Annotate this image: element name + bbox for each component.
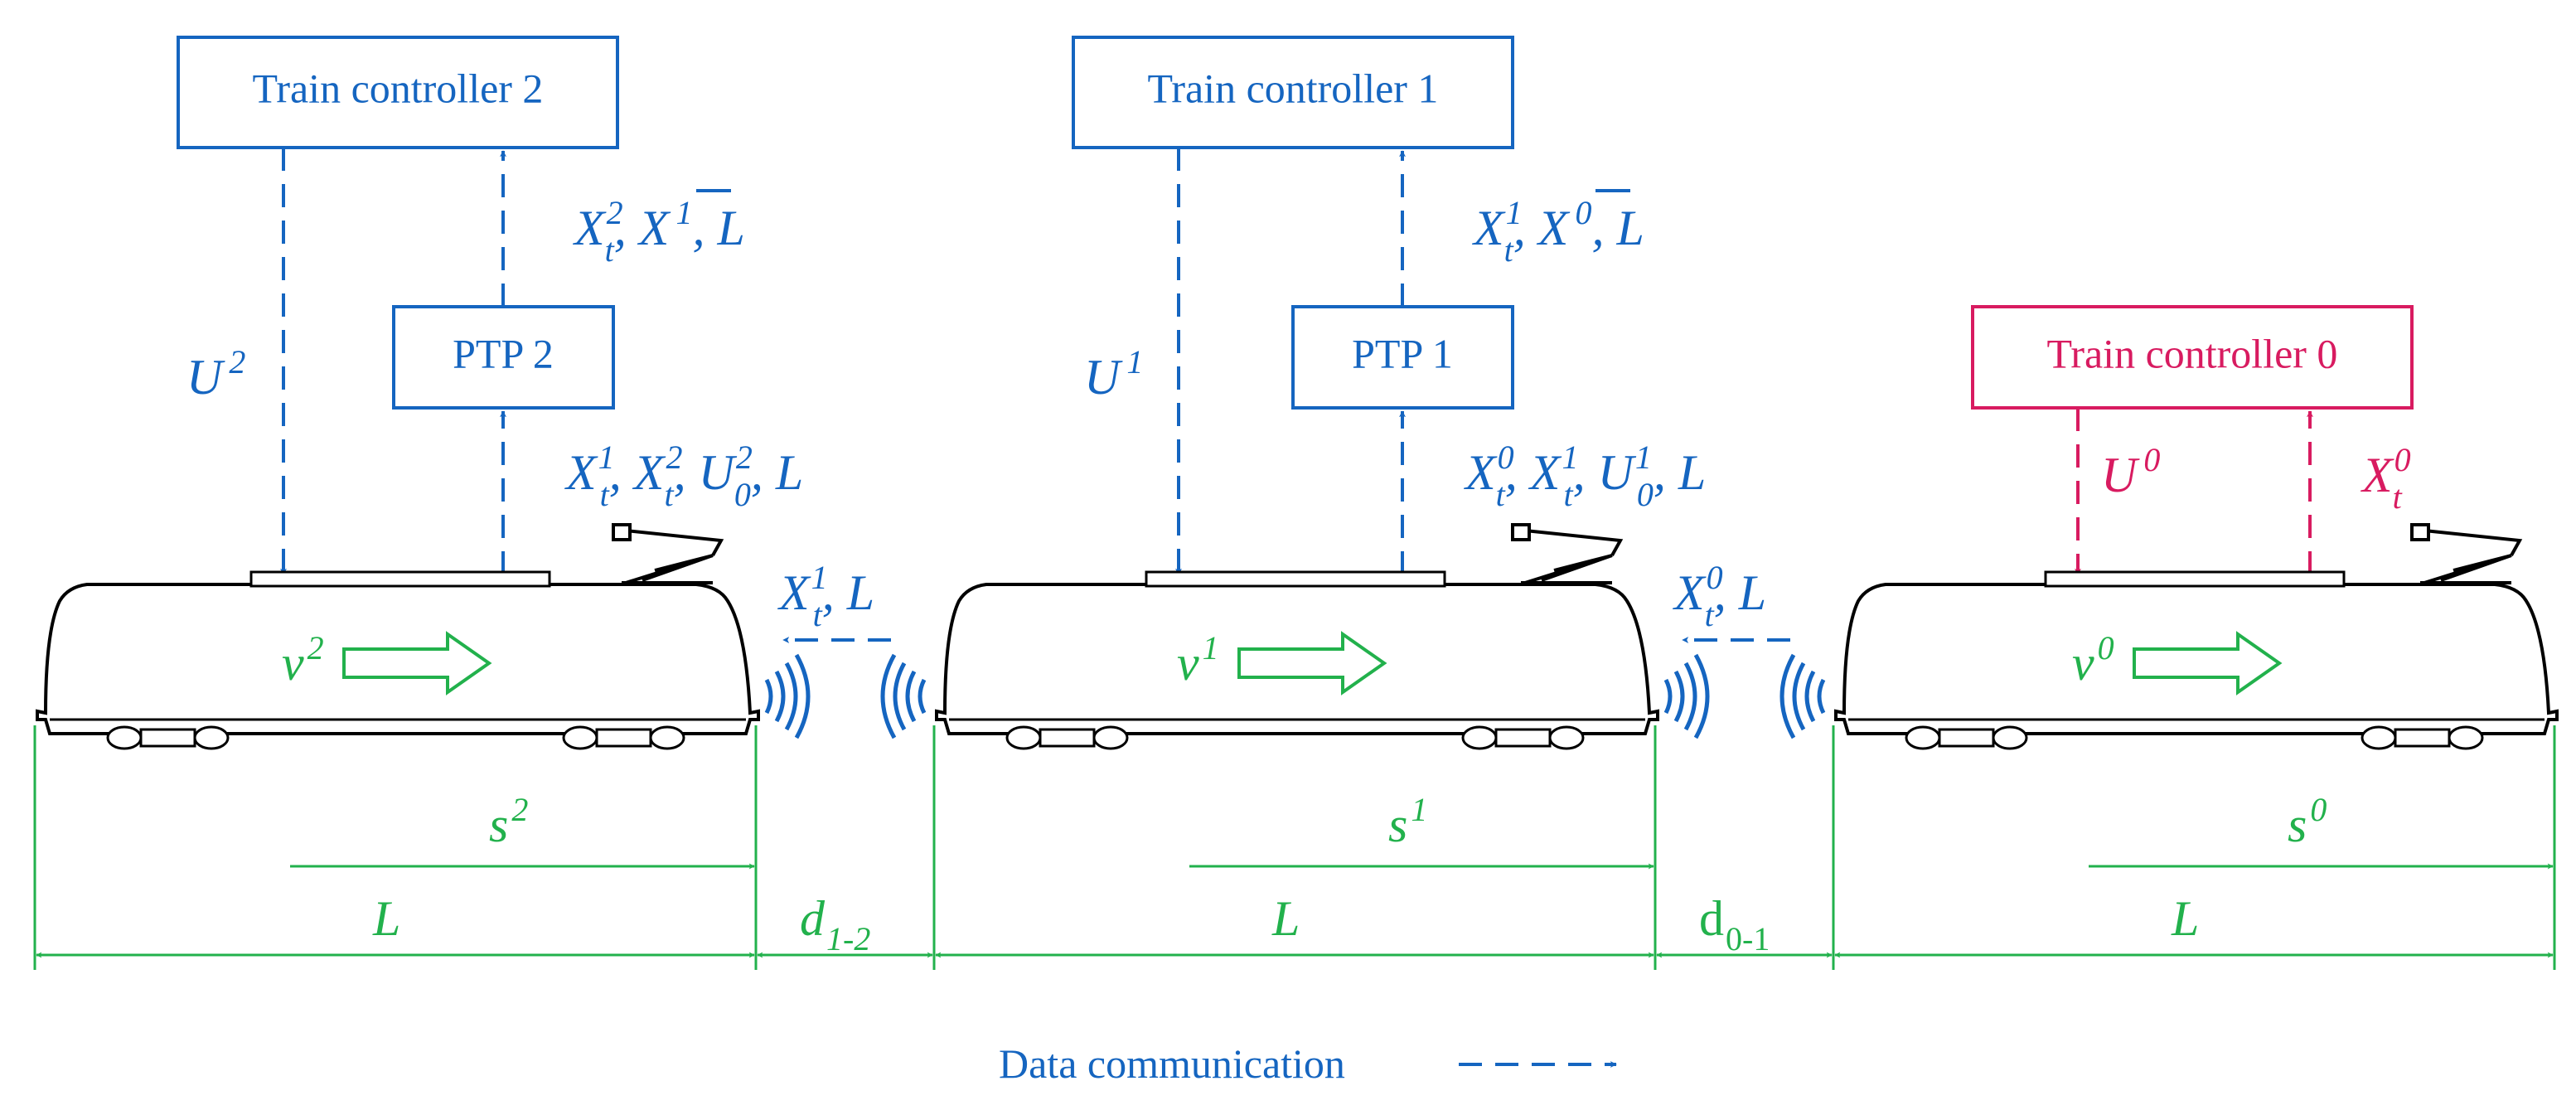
length-label-0: L	[2171, 891, 2199, 946]
ptp-1-box: PTP 1	[1291, 305, 1514, 410]
svg-text:X1t, L: X1t, L	[777, 559, 874, 633]
svg-text:v0: v0	[2072, 629, 2114, 691]
legend-label: Data communication	[999, 1040, 1345, 1087]
wireless-signal-icon	[1663, 653, 1710, 739]
direction-arrow-icon	[342, 631, 492, 696]
svg-text:X2t, X1, L: X2t, X1, L	[573, 194, 745, 269]
train-body	[1834, 523, 2559, 750]
svg-text:U1: U1	[1084, 343, 1143, 405]
wireless-signal-icon	[1779, 653, 1826, 739]
controller-1-box: Train controller 1	[1072, 36, 1514, 149]
length-label-2: L	[372, 891, 400, 946]
train-body	[935, 523, 1659, 750]
svg-text:v1: v1	[1177, 629, 1219, 691]
svg-text:X0t, X1t, U10, L: X0t, X1t, U10, L	[1464, 439, 1706, 513]
svg-text:X0t, L: X0t, L	[1673, 559, 1766, 633]
ptp-2-label: PTP 2	[453, 330, 554, 376]
direction-arrow-icon	[2133, 631, 2283, 696]
direction-arrow-icon	[1237, 631, 1387, 696]
controller-0-box: Train controller 0	[1971, 305, 2414, 410]
legend: Data communication	[999, 1040, 1617, 1087]
train-2	[36, 523, 760, 750]
train-1	[935, 523, 1659, 750]
controller-2-box: Train controller 2	[177, 36, 619, 149]
train-body	[36, 523, 760, 750]
ptp-1-label: PTP 1	[1352, 330, 1453, 376]
train-0	[1834, 523, 2559, 750]
svg-text:U0: U0	[2101, 441, 2160, 502]
length-label-1: L	[1271, 891, 1300, 946]
gap-label-0-1: d0-1	[1699, 891, 1770, 957]
wireless-signal-icon	[764, 653, 811, 739]
svg-text:U2: U2	[186, 343, 245, 405]
gap-label-1-2: d1-2	[800, 891, 870, 957]
ptp-2-box: PTP 2	[392, 305, 615, 410]
svg-text:X1t, X0, L: X1t, X0, L	[1472, 194, 1644, 269]
controller-1-label: Train controller 1	[1148, 65, 1439, 111]
svg-text:X0t: X0t	[2361, 441, 2411, 516]
wireless-signal-icon	[880, 653, 927, 739]
svg-text:v2: v2	[282, 629, 324, 691]
controller-0-label: Train controller 0	[2047, 330, 2338, 376]
controller-2-label: Train controller 2	[253, 65, 544, 111]
svg-text:X1t, X2t, U20, L: X1t, X2t, U20, L	[564, 439, 803, 513]
